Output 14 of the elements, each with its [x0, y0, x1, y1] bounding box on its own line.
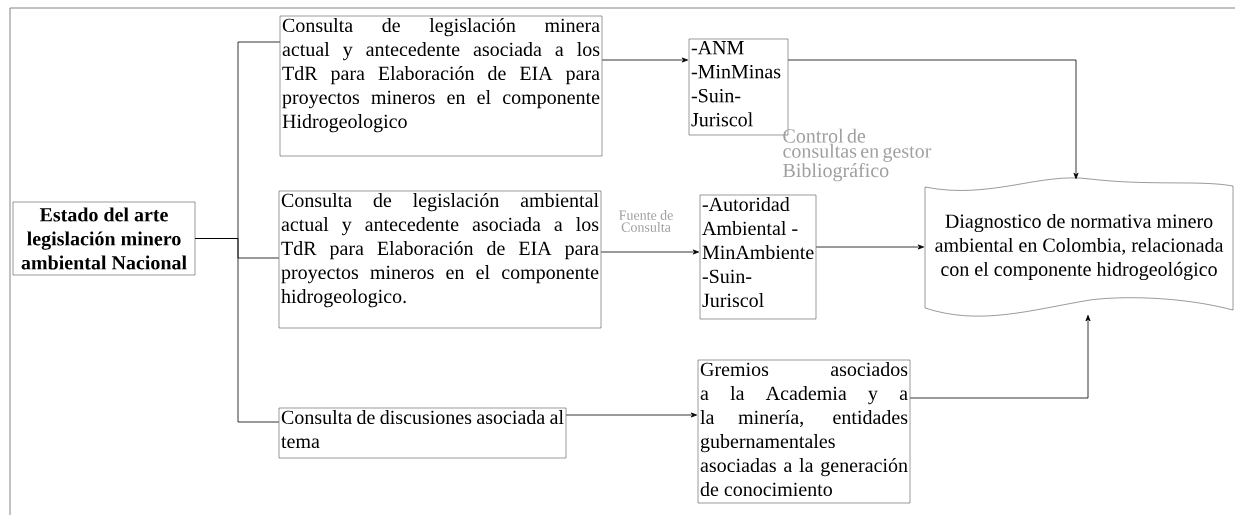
- source-box: -Autoridad Ambiental -MinAmbiente -Suin-Juriscol: [699, 194, 817, 320]
- connector: [565, 412, 698, 418]
- process-box: Consulta de legislación ambiental actual y antecedente asociada a los TdR para Elaboración de EIA para proyectos mineros en el componente hidrogeologico.: [278, 190, 602, 329]
- process-box: Gremios asociados a la Academia y a la minería, entidades gubernamentales asociadas a la generación de conocimiento: [697, 359, 911, 504]
- connector: [787, 59, 1079, 180]
- edge-label: Fuente de Consulta: [614, 209, 678, 233]
- connector: [815, 244, 925, 250]
- process-box: Consulta de legislación minera actual y antecedente asociada a los TdR para Elaboración de EIA para proyectos mineros en el componente Hidrogeologico: [279, 15, 603, 157]
- connector: [194, 238, 280, 423]
- title-box: Estado del arte legislación minero ambiental Nacional: [12, 201, 196, 276]
- process-box: Consulta de discusiones asociada al tema: [278, 407, 567, 459]
- connector: [909, 314, 1091, 399]
- connector: [601, 57, 689, 63]
- connector: [600, 249, 700, 255]
